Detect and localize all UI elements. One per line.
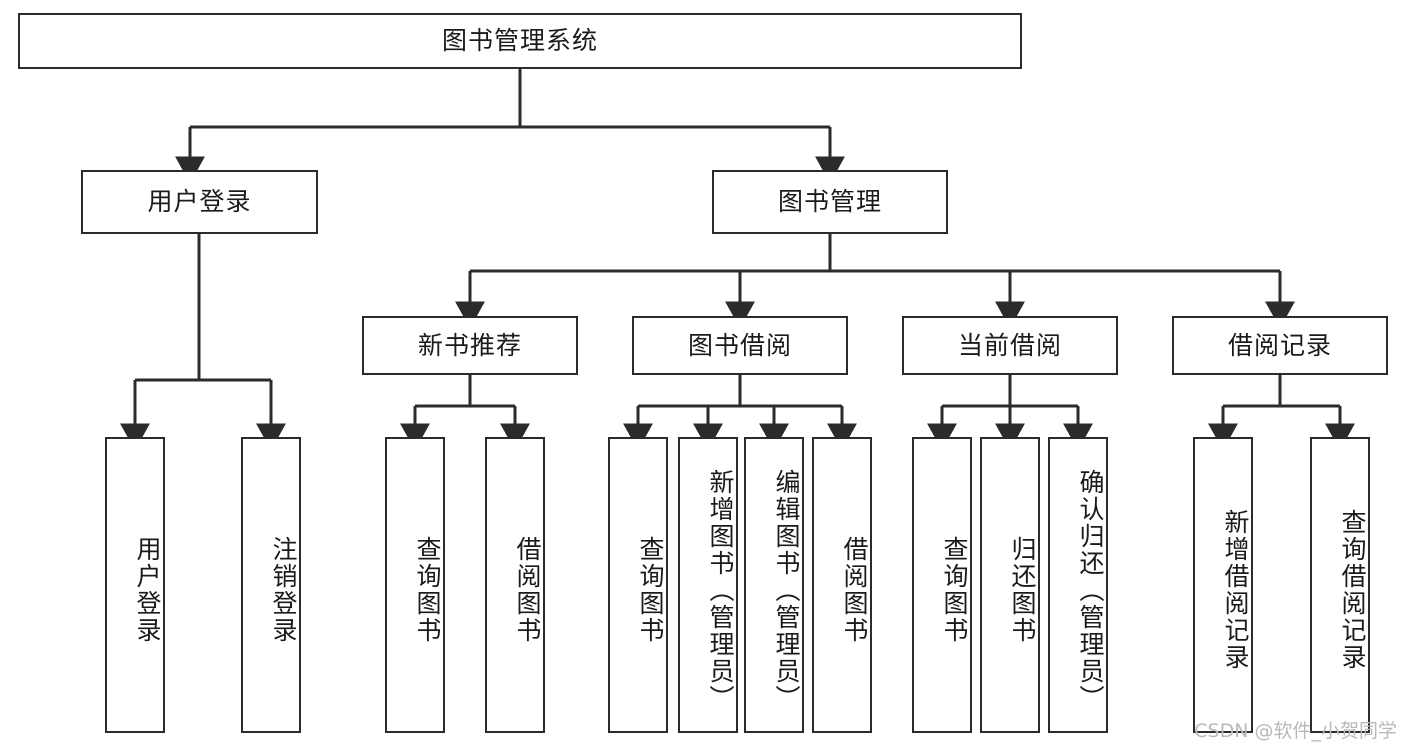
node-label: 新增借阅记录 bbox=[1221, 509, 1250, 671]
leaf-user-login-login[interactable]: 用户登录 bbox=[105, 437, 165, 733]
node-label: 借阅图书 bbox=[513, 536, 542, 644]
leaf-user-login-logout[interactable]: 注销登录 bbox=[241, 437, 301, 733]
node-new-book-recommend[interactable]: 新书推荐 bbox=[362, 316, 578, 375]
leaf-book-borrow-query[interactable]: 查询图书 bbox=[608, 437, 668, 733]
leaf-borrow-record-add[interactable]: 新增借阅记录 bbox=[1193, 437, 1253, 733]
node-borrow-record[interactable]: 借阅记录 bbox=[1172, 316, 1388, 375]
node-current-borrow[interactable]: 当前借阅 bbox=[902, 316, 1118, 375]
node-book-management[interactable]: 图书管理 bbox=[712, 170, 948, 234]
node-label: 图书管理系统 bbox=[441, 26, 598, 55]
node-label: 归还图书 bbox=[1008, 536, 1037, 644]
node-label: 查询图书 bbox=[636, 536, 665, 644]
node-label: 查询图书 bbox=[940, 536, 969, 644]
leaf-new-book-query[interactable]: 查询图书 bbox=[385, 437, 445, 733]
node-label: 新增图书（管理员） bbox=[706, 468, 735, 712]
node-label: 查询图书 bbox=[413, 536, 442, 644]
node-root-book-management-system[interactable]: 图书管理系统 bbox=[18, 13, 1022, 69]
leaf-current-borrow-confirm-admin[interactable]: 确认归还（管理员） bbox=[1048, 437, 1108, 733]
leaf-book-borrow-borrow[interactable]: 借阅图书 bbox=[812, 437, 872, 733]
node-label: 当前借阅 bbox=[957, 330, 1062, 360]
node-label: 新书推荐 bbox=[417, 330, 522, 360]
node-label: 用户登录 bbox=[147, 187, 252, 216]
watermark: CSDN @软件_小贺同学 bbox=[1194, 720, 1397, 742]
node-label: 注销登录 bbox=[269, 536, 298, 644]
leaf-borrow-record-query[interactable]: 查询借阅记录 bbox=[1310, 437, 1370, 733]
node-label: 确认归还（管理员） bbox=[1076, 468, 1105, 712]
leaf-current-borrow-query[interactable]: 查询图书 bbox=[912, 437, 972, 733]
node-label: 借阅图书 bbox=[840, 536, 869, 644]
node-label: 查询借阅记录 bbox=[1338, 509, 1367, 671]
leaf-book-borrow-edit-admin[interactable]: 编辑图书（管理员） bbox=[744, 437, 804, 733]
node-label: 编辑图书（管理员） bbox=[772, 468, 801, 712]
node-label: 借阅记录 bbox=[1227, 330, 1332, 360]
node-label: 图书借阅 bbox=[687, 330, 792, 360]
leaf-new-book-borrow[interactable]: 借阅图书 bbox=[485, 437, 545, 733]
node-book-borrow[interactable]: 图书借阅 bbox=[632, 316, 848, 375]
leaf-current-borrow-return[interactable]: 归还图书 bbox=[980, 437, 1040, 733]
node-label: 图书管理 bbox=[777, 187, 882, 216]
leaf-book-borrow-add-admin[interactable]: 新增图书（管理员） bbox=[678, 437, 738, 733]
node-label: 用户登录 bbox=[133, 536, 162, 644]
node-user-login[interactable]: 用户登录 bbox=[81, 170, 318, 234]
